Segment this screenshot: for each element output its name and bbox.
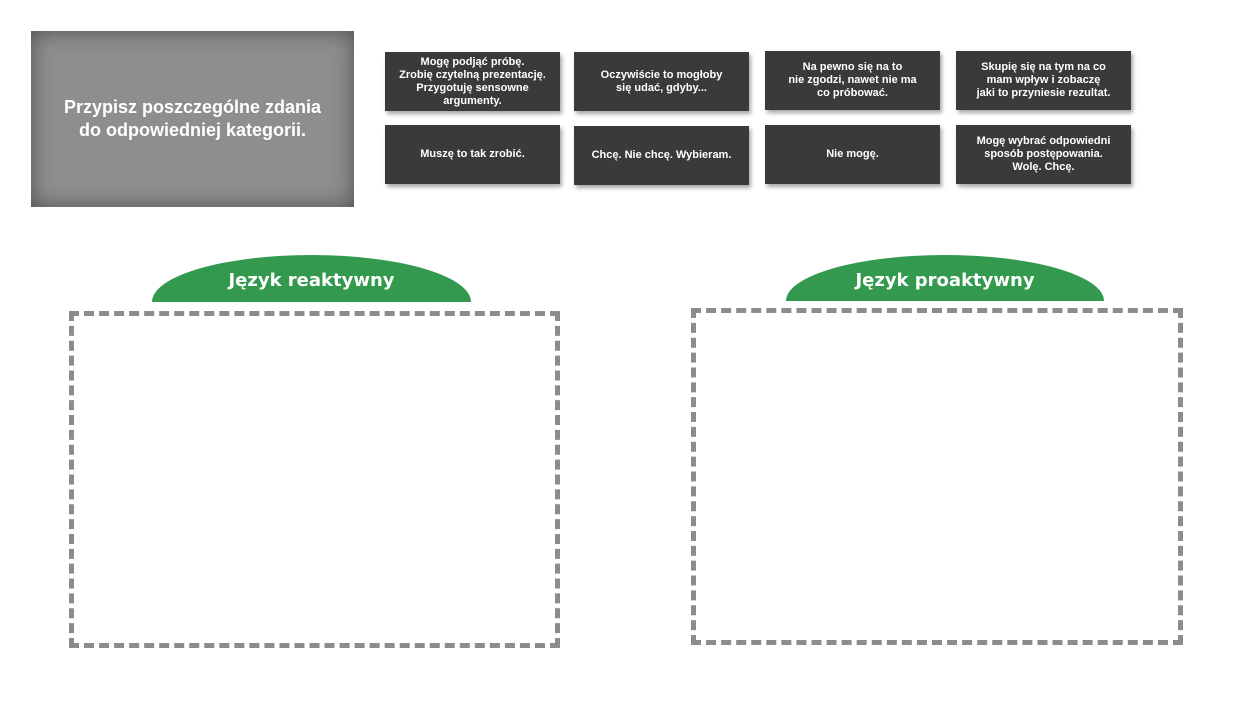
- sentence-card-2[interactable]: Oczywiście to mogłoby się udać, gdyby...: [574, 52, 749, 111]
- instruction-box: Przypisz poszczególne zdania do odpowied…: [31, 31, 354, 207]
- sentence-card-3[interactable]: Na pewno się na to nie zgodzi, nawet nie…: [765, 51, 940, 110]
- category-label-proactive: Język proaktywny: [855, 270, 1035, 291]
- drop-zone-proactive[interactable]: [691, 308, 1183, 645]
- sentence-card-1[interactable]: Mogę podjąć próbę. Zrobię czytelną preze…: [385, 52, 560, 111]
- drop-zone-reactive[interactable]: [69, 311, 560, 648]
- sentence-card-6[interactable]: Chcę. Nie chcę. Wybieram.: [574, 126, 749, 185]
- sentence-card-7[interactable]: Nie mogę.: [765, 125, 940, 184]
- sentence-card-5[interactable]: Muszę to tak zrobić.: [385, 125, 560, 184]
- sentence-card-4[interactable]: Skupię się na tym na co mam wpływ i zoba…: [956, 51, 1131, 110]
- category-label-reactive: Język reaktywny: [228, 270, 395, 291]
- category-header-proactive: Język proaktywny: [786, 255, 1104, 301]
- category-header-reactive: Język reaktywny: [152, 255, 471, 302]
- sentence-card-8[interactable]: Mogę wybrać odpowiedni sposób postępowan…: [956, 125, 1131, 184]
